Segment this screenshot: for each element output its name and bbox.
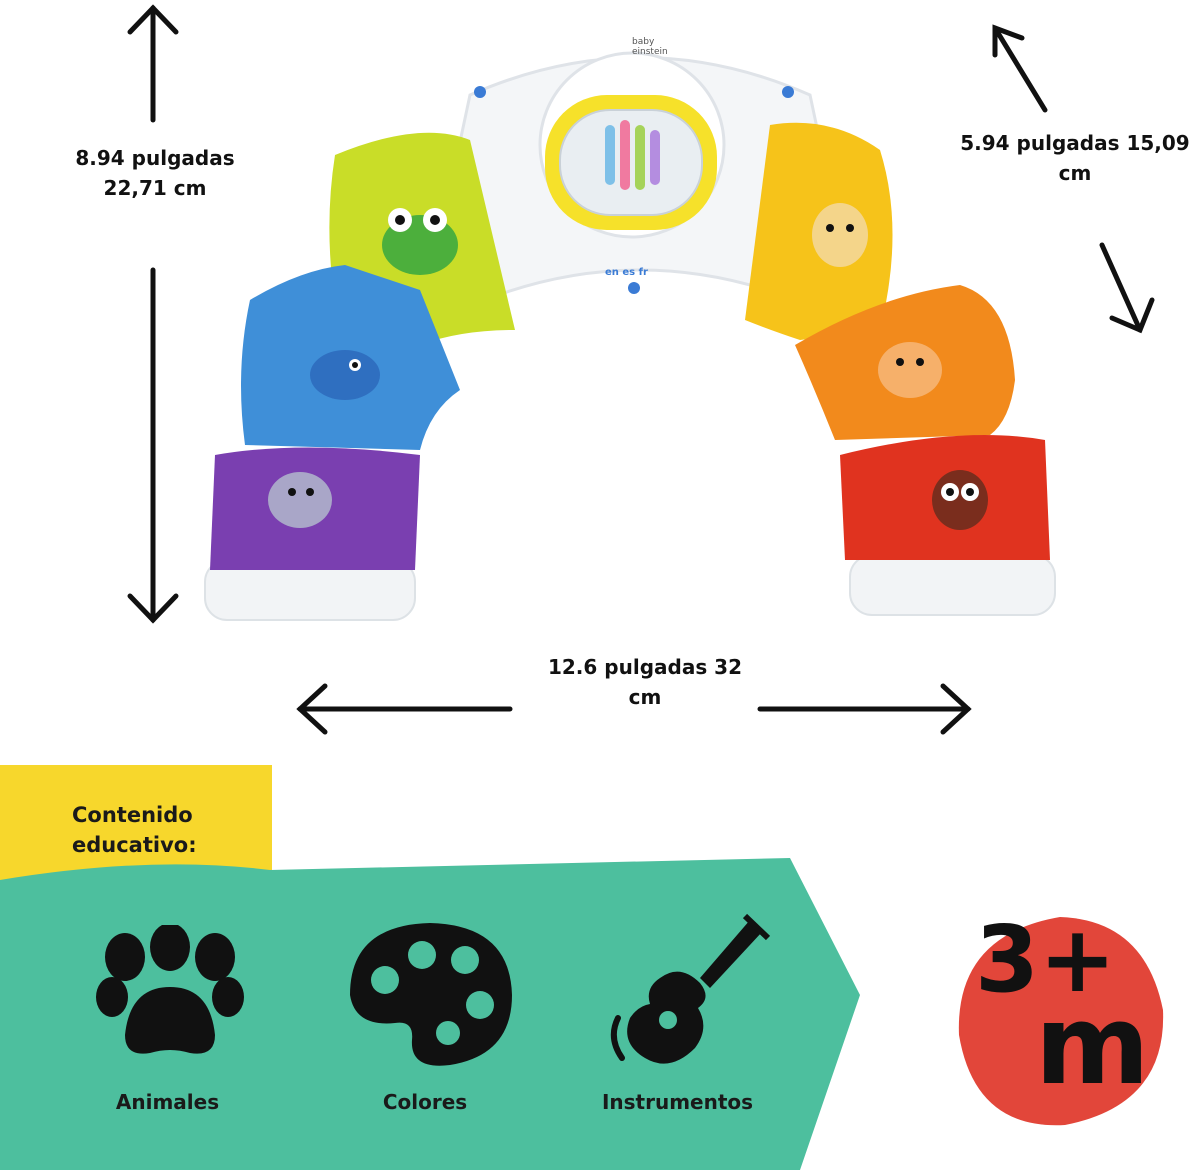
depth-line1: 5.94 pulgadas 15,09 bbox=[960, 131, 1190, 155]
category-label-colors: Colores bbox=[382, 1090, 468, 1114]
brand-line1: baby bbox=[632, 37, 655, 47]
depth-arrow-icon bbox=[992, 24, 1155, 334]
height-arrow-icon bbox=[127, 4, 179, 624]
category-label-instruments: Instrumentos bbox=[601, 1090, 754, 1114]
language-buttons: en es fr bbox=[605, 267, 648, 278]
depth-line2: cm bbox=[1058, 161, 1092, 185]
owl-icon bbox=[932, 470, 988, 530]
age-number: 3+ bbox=[975, 906, 1117, 1013]
height-dimension: 8.94 pulgadas 22,71 cm bbox=[55, 143, 255, 203]
educational-title: Contenido educativo: bbox=[72, 800, 272, 860]
width-line2: cm bbox=[628, 685, 662, 709]
age-badge bbox=[958, 917, 1164, 1126]
height-line1: 8.94 pulgadas bbox=[75, 146, 235, 170]
rattle-beads bbox=[605, 120, 660, 190]
giraffe-icon bbox=[812, 203, 868, 267]
elephant-icon bbox=[268, 472, 332, 528]
width-arrow-icon bbox=[296, 683, 972, 735]
category-label-animals: Animales bbox=[115, 1090, 220, 1114]
guitar-icon bbox=[610, 913, 771, 1064]
palette-icon bbox=[350, 923, 512, 1066]
rainbow-xylophone-toy: baby einstein en es fr bbox=[127, 4, 1155, 735]
educational-title-line1: Contenido bbox=[72, 803, 193, 827]
age-unit: m bbox=[1035, 981, 1150, 1109]
whale-icon bbox=[310, 350, 380, 400]
paw-icon bbox=[96, 925, 244, 1054]
depth-dimension: 5.94 pulgadas 15,09 cm bbox=[950, 128, 1200, 188]
educational-title-line2: educativo: bbox=[72, 833, 197, 857]
brand-line2: einstein bbox=[632, 47, 668, 57]
height-line2: 22,71 cm bbox=[103, 176, 207, 200]
tiger-icon bbox=[878, 342, 942, 398]
width-dimension: 12.6 pulgadas 32 cm bbox=[520, 652, 770, 712]
frog-icon bbox=[382, 208, 458, 275]
educational-yellow-tab bbox=[0, 765, 272, 885]
width-line1: 12.6 pulgadas 32 bbox=[547, 655, 743, 679]
